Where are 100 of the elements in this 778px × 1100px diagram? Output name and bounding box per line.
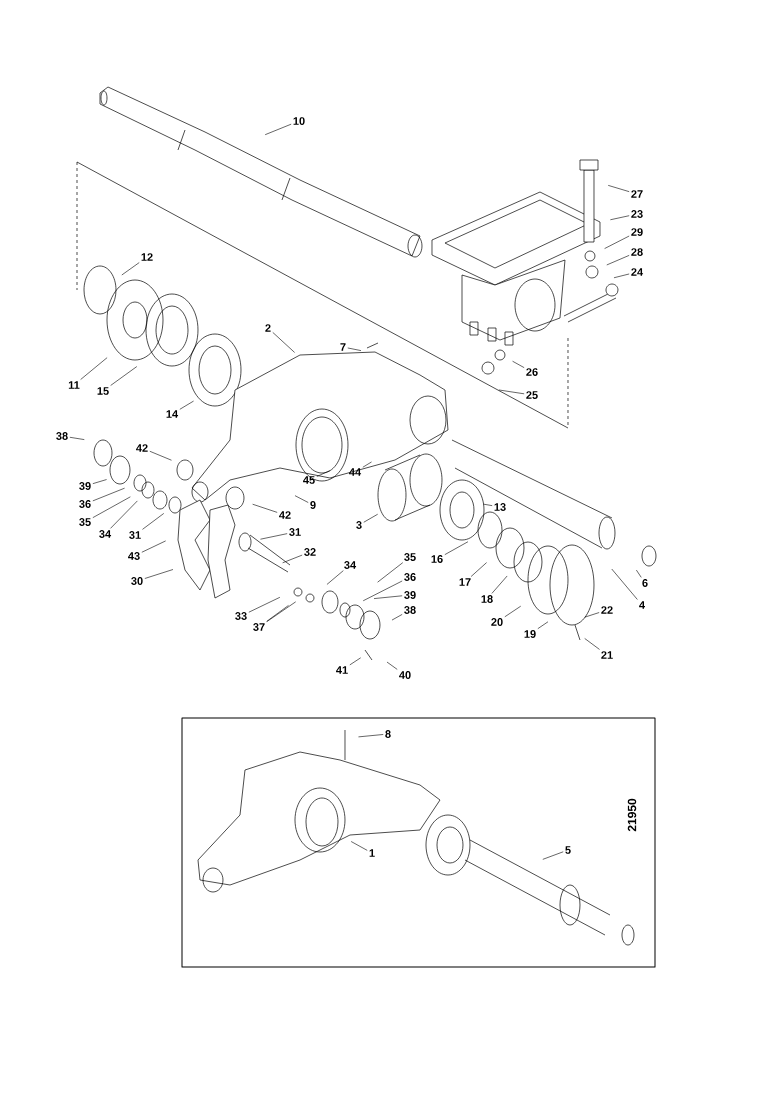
leader-line <box>491 575 508 594</box>
callout-number: 38 <box>56 432 68 440</box>
callout-number: 33 <box>235 612 247 620</box>
leader-line <box>92 487 125 502</box>
callout-number: 1 <box>369 849 375 857</box>
leader-line <box>149 450 172 461</box>
callout-number: 39 <box>404 591 416 599</box>
leader-line <box>604 235 630 249</box>
callout-number: 8 <box>385 730 391 738</box>
leader-line <box>110 366 138 386</box>
leader-line <box>179 400 194 410</box>
callout-number: 27 <box>631 190 643 198</box>
leader-line <box>377 562 404 583</box>
leader-line <box>584 638 600 650</box>
leader-line <box>444 541 469 555</box>
leader-line <box>282 554 303 564</box>
callout-number: 40 <box>399 671 411 679</box>
leader-line <box>252 503 278 513</box>
callout-number: 18 <box>481 595 493 603</box>
callout-number: 35 <box>79 518 91 526</box>
callout-number: 11 <box>68 381 80 389</box>
callout-number: 19 <box>524 630 536 638</box>
leader-line <box>350 841 368 851</box>
leader-line <box>386 661 398 670</box>
leader-line <box>110 500 138 529</box>
leader-line <box>260 533 288 540</box>
leader-line <box>69 436 85 440</box>
callout-number: 10 <box>293 117 305 125</box>
leader-line <box>504 605 522 618</box>
callout-number: 34 <box>344 561 357 569</box>
callout-number: 42 <box>279 511 291 519</box>
leader-line <box>326 570 344 585</box>
leader-line <box>264 123 292 135</box>
callout-number: 23 <box>631 210 643 218</box>
callout-number: 42 <box>136 444 148 452</box>
leader-line <box>80 357 108 380</box>
leader-line <box>362 461 372 468</box>
callout-number: 45 <box>303 476 315 484</box>
leader-line <box>144 569 174 579</box>
callout-number: 30 <box>131 577 143 585</box>
leader-line <box>537 621 549 629</box>
callout-number: 44 <box>349 468 362 476</box>
callout-number: 36 <box>404 573 416 581</box>
callout-number: 14 <box>166 410 179 418</box>
leader-line <box>363 513 379 523</box>
leader-line <box>610 215 630 221</box>
callout-number: 36 <box>79 500 91 508</box>
callout-number: 26 <box>526 368 538 376</box>
callout-number: 37 <box>253 623 265 631</box>
leader-line <box>470 562 487 577</box>
leader-line <box>294 495 309 503</box>
drawing-number: 21950 <box>627 798 637 832</box>
leader-line <box>248 597 281 613</box>
callout-number: 32 <box>304 548 316 556</box>
callout-number: 29 <box>631 228 643 236</box>
leader-line <box>358 734 384 738</box>
callout-number: 20 <box>491 618 503 626</box>
leader-line <box>266 605 289 622</box>
callout-number: 5 <box>565 846 571 854</box>
leader-line <box>611 568 638 600</box>
leader-line <box>272 332 295 353</box>
leader-line <box>142 513 165 530</box>
callout-number: 16 <box>431 555 443 563</box>
callout-number: 3 <box>356 521 362 529</box>
callout-number: 43 <box>128 552 140 560</box>
callout-number: 15 <box>97 387 109 395</box>
callout-number: 13 <box>494 503 506 511</box>
leader-line <box>349 657 362 666</box>
leader-line <box>347 347 362 351</box>
callout-number: 4 <box>639 601 645 609</box>
leader-line <box>141 540 166 553</box>
leader-line <box>483 503 493 506</box>
leader-line <box>542 851 564 860</box>
leader-line <box>498 389 525 395</box>
callout-number: 25 <box>526 391 538 399</box>
callout-number: 9 <box>310 501 316 509</box>
leader-line <box>636 569 642 578</box>
callout-number: 31 <box>129 531 141 539</box>
callout-number: 34 <box>99 530 112 538</box>
callout-number: 12 <box>141 253 153 261</box>
callout-number: 22 <box>601 606 613 614</box>
leader-line <box>316 470 331 477</box>
callout-number: 38 <box>404 606 416 614</box>
callout-number: 35 <box>404 553 416 561</box>
leader-line <box>92 479 107 484</box>
callout-number: 41 <box>336 666 348 674</box>
callout-number: 7 <box>340 343 346 351</box>
callout-number: 6 <box>642 579 648 587</box>
leader-line <box>613 273 630 279</box>
leader-line <box>121 262 140 276</box>
callout-number: 24 <box>631 268 644 276</box>
leader-line <box>584 612 600 618</box>
leader-line <box>606 255 630 266</box>
leader-line <box>266 601 297 622</box>
callout-number: 39 <box>79 482 91 490</box>
leader-line <box>391 614 403 621</box>
leader-line <box>373 595 403 599</box>
callout-number: 21 <box>601 651 613 659</box>
leader-line <box>362 580 403 602</box>
callout-number: 28 <box>631 248 643 256</box>
